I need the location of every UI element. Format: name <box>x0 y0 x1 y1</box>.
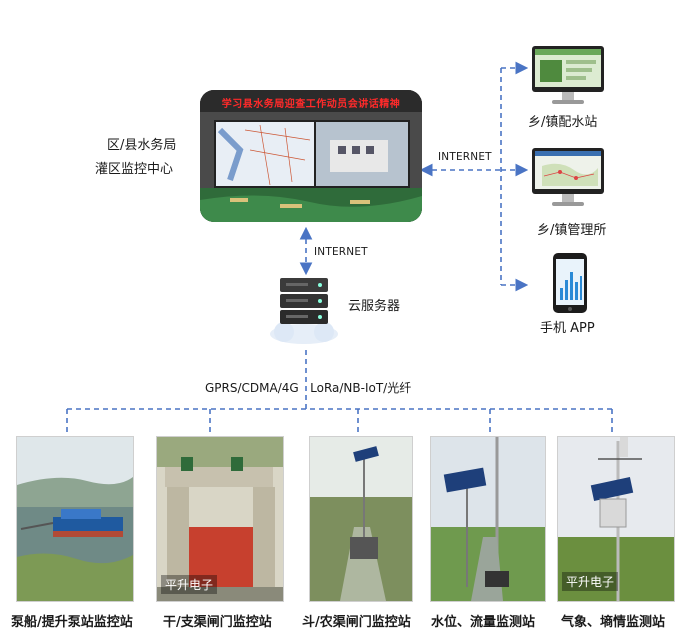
network-types-label: GPRS/CDMA/4G LoRa/NB-IoT/光纤 <box>205 381 412 395</box>
center-title-line1: 区/县水务局 <box>107 138 177 153</box>
station-label-1: 干/支渠闸门监控站 <box>163 615 272 630</box>
cloud-server-icon <box>266 272 342 348</box>
station-label-3: 水位、流量监测站 <box>431 615 536 630</box>
center-title-line2: 灌区监控中心 <box>95 162 174 177</box>
cloud-server-label: 云服务器 <box>348 299 401 314</box>
station-watermark-4: 平升电子 <box>562 572 619 591</box>
internet-label-right: INTERNET <box>438 151 492 163</box>
station-photo-weather: 平升电子 <box>557 436 675 602</box>
station-label-2: 斗/农渠闸门监控站 <box>302 615 411 630</box>
station-photo-pump-boat <box>16 436 134 602</box>
mobile-phone-icon <box>552 252 588 314</box>
station-photo-water-level <box>430 436 546 602</box>
station-photo-lateral-gate <box>309 436 413 602</box>
monitoring-center-photo: 学习县水务局迎查工作动员会讲话精神 <box>200 90 422 222</box>
management-office-monitor-icon <box>530 146 606 210</box>
client-label-0: 乡/镇配水站 <box>528 115 598 130</box>
internet-label-down: INTERNET <box>314 246 368 258</box>
station-photo-trunk-gate: 平升电子 <box>156 436 284 602</box>
station-label-4: 气象、墒情监测站 <box>561 615 666 630</box>
water-station-monitor-icon <box>530 44 606 108</box>
station-label-0: 泵船/提升泵站监控站 <box>11 615 133 630</box>
led-banner-text: 学习县水务局迎查工作动员会讲话精神 <box>221 99 401 110</box>
station-watermark-1: 平升电子 <box>161 575 218 594</box>
client-label-2: 手机 APP <box>540 321 595 336</box>
client-label-1: 乡/镇管理所 <box>537 223 607 238</box>
